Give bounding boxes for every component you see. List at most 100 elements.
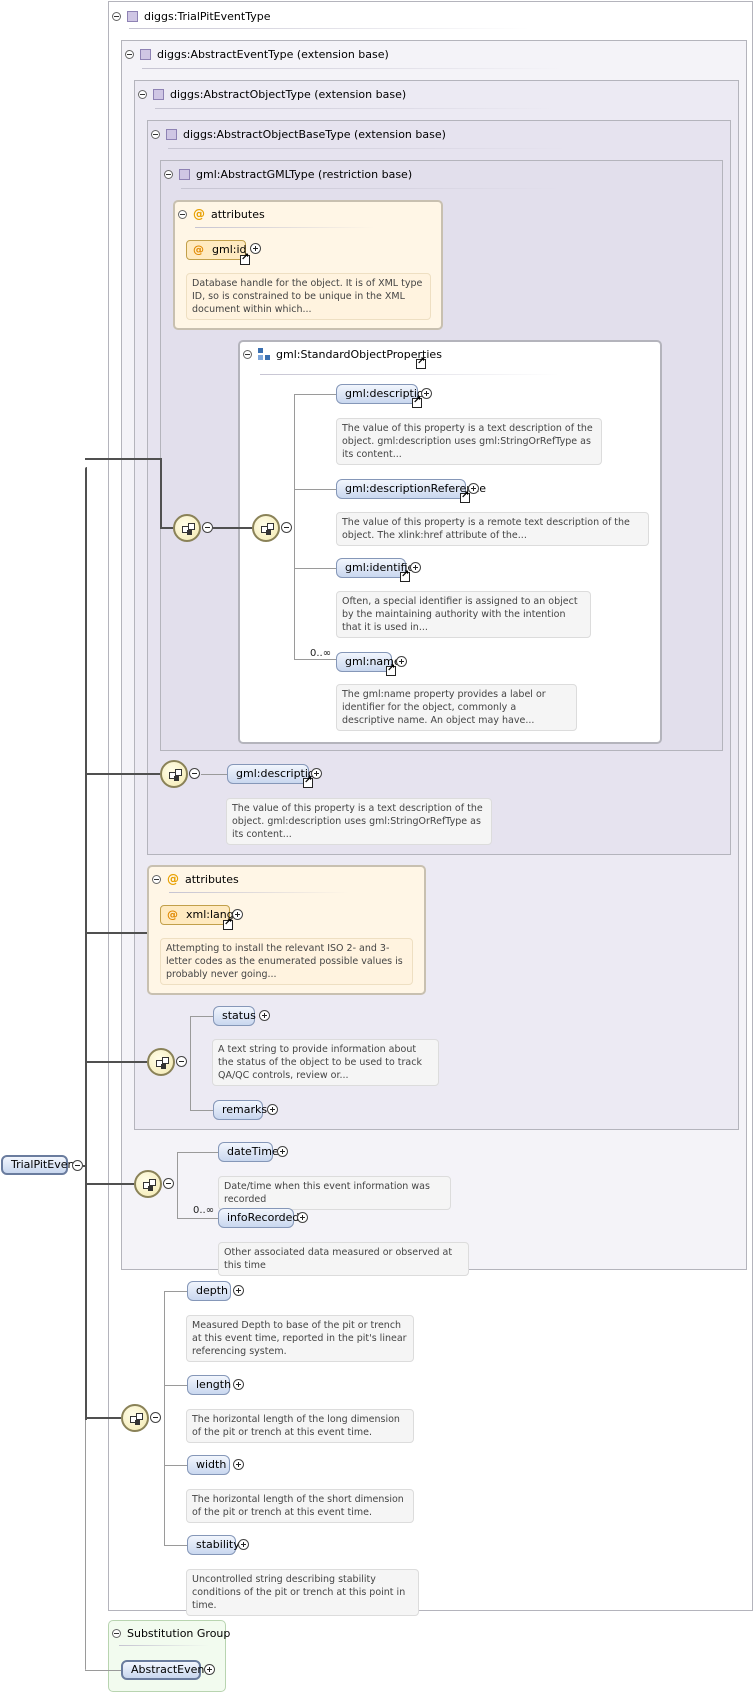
reference-link-icon[interactable] (412, 395, 422, 408)
header-divider (181, 188, 561, 189)
element-stability[interactable]: stability (187, 1535, 240, 1555)
expand-icon[interactable] (232, 909, 243, 920)
sequence-compositor-icon[interactable] (252, 514, 280, 542)
element-gml-description-reference[interactable]: gml:descriptionReference (336, 479, 486, 499)
header-divider (168, 148, 568, 149)
attribute-icon: @ (167, 872, 179, 886)
branch-connector (164, 1385, 187, 1386)
branch-connector (164, 1465, 187, 1466)
attribute-gml-id[interactable]: @gml:id (186, 240, 247, 260)
complex-type-icon (140, 48, 151, 60)
reference-link-icon[interactable] (400, 569, 410, 582)
element-doc: The value of this property is a remote t… (336, 512, 649, 546)
collapse-icon[interactable] (112, 11, 121, 21)
element-trial-pit-event[interactable]: TrialPitEvent (1, 1155, 79, 1175)
reference-link-icon[interactable] (460, 490, 470, 503)
expand-icon[interactable] (233, 1459, 244, 1470)
expand-icon[interactable] (233, 1285, 244, 1296)
reference-link-icon[interactable] (303, 775, 313, 788)
sequence-compositor-icon[interactable] (134, 1170, 162, 1198)
collapse-icon[interactable] (125, 49, 134, 59)
expand-icon[interactable] (233, 1379, 244, 1390)
reference-link-icon[interactable] (223, 917, 233, 930)
branch-connector (201, 774, 227, 775)
header-divider (195, 227, 375, 228)
collapse-icon[interactable] (176, 1056, 187, 1067)
collapse-icon[interactable] (164, 169, 173, 179)
attribute-icon: @ (193, 243, 204, 256)
trunk-branch-description (85, 773, 160, 775)
sequence-connector (294, 394, 295, 659)
element-doc: Measured Depth to base of the pit or tre… (186, 1315, 414, 1362)
expand-icon[interactable] (311, 768, 322, 779)
element-gml-identifier[interactable]: gml:identifier (336, 558, 419, 578)
expand-icon[interactable] (277, 1146, 288, 1157)
sequence-compositor-icon[interactable] (173, 514, 201, 542)
header-divider (129, 28, 529, 29)
complex-type-icon (166, 128, 177, 140)
expand-icon[interactable] (421, 388, 432, 399)
type-title: gml:AbstractGMLType (restriction base) (196, 167, 413, 181)
trunk-branch-object-sequence (85, 1061, 147, 1063)
trunk-branch-event-sequence (85, 1183, 134, 1185)
collapse-icon[interactable] (202, 522, 213, 533)
complex-type-icon (153, 88, 164, 100)
element-width[interactable]: width (187, 1455, 230, 1475)
expand-icon[interactable] (267, 1104, 278, 1115)
header-divider (155, 108, 555, 109)
expand-icon[interactable] (204, 1664, 215, 1675)
header-divider (119, 1645, 209, 1646)
attribute-xml-lang[interactable]: @xml:lang (160, 905, 234, 925)
element-gml-description[interactable]: gml:description (336, 384, 431, 404)
group-icon (258, 348, 270, 360)
branch-connector (294, 489, 336, 490)
collapse-icon[interactable] (163, 1178, 174, 1189)
expand-icon[interactable] (250, 243, 261, 254)
expand-icon[interactable] (396, 656, 407, 667)
expand-icon[interactable] (468, 483, 479, 494)
substitution-connector (85, 1640, 86, 1670)
substitution-connector (85, 1420, 86, 1660)
element-depth[interactable]: depth (187, 1281, 231, 1301)
collapse-icon[interactable] (151, 129, 160, 139)
collapse-icon[interactable] (281, 522, 292, 533)
element-status[interactable]: status (213, 1006, 256, 1026)
collapse-icon[interactable] (72, 1160, 83, 1171)
element-date-time[interactable]: dateTime (218, 1142, 279, 1162)
header-divider (142, 68, 562, 69)
element-abstract-event[interactable]: AbstractEvent (121, 1660, 209, 1680)
type-title: diggs:AbstractObjectType (extension base… (170, 87, 407, 101)
collapse-icon[interactable] (138, 89, 147, 99)
collapse-icon[interactable] (178, 209, 187, 219)
expand-icon[interactable] (238, 1539, 249, 1550)
collapse-icon[interactable] (243, 349, 252, 359)
element-length[interactable]: length (187, 1375, 231, 1395)
element-gml-description[interactable]: gml:description (227, 764, 322, 784)
reference-link-icon[interactable] (240, 252, 250, 265)
collapse-icon[interactable] (150, 1412, 161, 1423)
gml-compositor-connector (160, 527, 173, 529)
sequence-compositor-icon[interactable] (160, 760, 188, 788)
element-remarks[interactable]: remarks (213, 1100, 267, 1120)
branch-connector (294, 568, 336, 569)
collapse-icon[interactable] (152, 874, 161, 884)
expand-icon[interactable] (297, 1212, 308, 1223)
expand-icon[interactable] (410, 562, 421, 573)
element-doc: A text string to provide information abo… (212, 1039, 439, 1086)
element-doc: Often, a special identifier is assigned … (336, 591, 591, 638)
element-gml-name[interactable]: gml:name (336, 652, 401, 672)
collapse-icon[interactable] (189, 768, 200, 779)
sequence-compositor-icon[interactable] (121, 1404, 149, 1432)
element-doc: Other associated data measured or observ… (218, 1242, 469, 1276)
attributes-title: attributes (211, 207, 265, 221)
expand-icon[interactable] (259, 1010, 270, 1021)
collapse-icon[interactable] (112, 1628, 121, 1638)
sequence-connector (177, 1152, 178, 1218)
sequence-compositor-icon[interactable] (147, 1048, 175, 1076)
sequence-connector (164, 1291, 165, 1545)
reference-link-icon[interactable] (416, 356, 426, 369)
occurrence-label: 0..∞ (193, 1205, 215, 1216)
element-doc: Date/time when this event information wa… (218, 1176, 451, 1210)
element-info-recorded[interactable]: infoRecorded (218, 1208, 299, 1228)
reference-link-icon[interactable] (386, 663, 396, 676)
